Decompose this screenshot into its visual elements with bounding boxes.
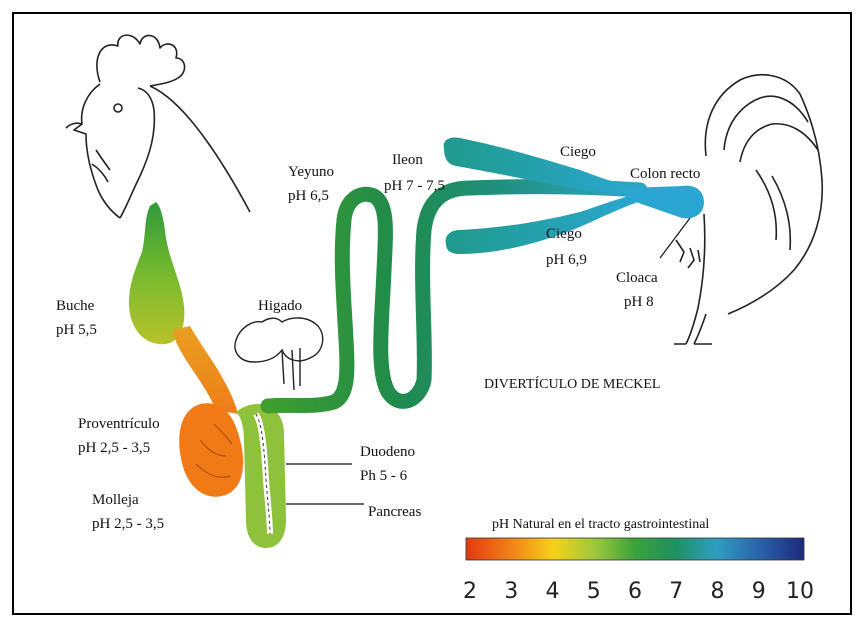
ph-tick-label: 6 [628,579,642,604]
svg-text:Molleja: Molleja [92,492,139,508]
rooster-head-drawing [66,35,250,218]
label-buche-ph: pH 5,5 [56,322,97,338]
svg-text:pH 2,5 - 3,5: pH 2,5 - 3,5 [92,516,164,532]
ph-tick-label: 9 [752,579,766,604]
label-duodeno: Duodeno [360,444,415,460]
ph-scale-ticks: 2 3 4 5 6 7 8 9 10 [463,579,814,604]
label-cloaca: Cloaca [616,270,658,286]
svg-text:pH 6,9: pH 6,9 [546,252,587,268]
ph-tick-label: 4 [546,579,560,604]
ceca-lower [446,194,638,254]
ph-tick-label: 2 [463,579,477,604]
svg-text:Buche: Buche [56,298,95,314]
svg-text:DIVERTÍCULO DE MECKEL: DIVERTÍCULO DE MECKEL [484,375,660,392]
svg-text:Proventrículo: Proventrículo [78,416,160,432]
crop-organ [129,202,184,344]
proventriculus-organ [172,326,238,414]
svg-text:Higado: Higado [258,298,302,314]
label-ileon-ph: pH 7 - 7,5 [384,178,445,194]
svg-text:Yeyuno: Yeyuno [288,164,334,180]
label-proventriculo-ph: pH 2,5 - 3,5 [78,440,150,456]
ph-tick-label: 3 [504,579,518,604]
label-colon: Colon recto [630,166,700,182]
liver-drawing [235,318,323,390]
ph-scale-bar [466,538,804,560]
ph-tick-label: 8 [711,579,725,604]
label-cloaca-ph: pH 8 [624,294,654,310]
ph-tick-label: 7 [669,579,683,604]
svg-text:pH 2,5 - 3,5: pH 2,5 - 3,5 [78,440,150,456]
label-ciego-bottom-ph: pH 6,9 [546,252,587,268]
svg-text:Ciego: Ciego [560,144,596,160]
label-ciego-top: Ciego [560,144,596,160]
svg-text:Ileon: Ileon [392,152,423,168]
svg-text:Cloaca: Cloaca [616,270,658,286]
svg-text:Ciego: Ciego [546,226,582,242]
label-buche: Buche [56,298,95,314]
label-meckel: DIVERTÍCULO DE MECKEL [484,375,660,392]
ph-scale: pH Natural en el tracto gastrointestinal… [463,517,814,604]
label-higado: Higado [258,298,302,314]
svg-text:pH 5,5: pH 5,5 [56,322,97,338]
label-proventriculo: Proventrículo [78,416,160,432]
ph-tick-label: 10 [786,579,814,604]
label-pancreas: Pancreas [368,504,421,520]
label-molleja: Molleja [92,492,139,508]
svg-text:Colon recto: Colon recto [630,166,700,182]
label-ciego-bottom: Ciego [546,226,582,242]
label-yeyuno-ph: pH 6,5 [288,188,329,204]
svg-text:Duodeno: Duodeno [360,444,415,460]
colon-organ [630,186,704,219]
svg-text:Pancreas: Pancreas [368,504,421,520]
label-duodeno-ph: Ph 5 - 6 [360,468,408,484]
svg-text:Ph 5 - 6: Ph 5 - 6 [360,468,408,484]
label-molleja-ph: pH 2,5 - 3,5 [92,516,164,532]
gizzard-organ [179,403,243,496]
label-ileon: Ileon [392,152,423,168]
svg-text:pH 8: pH 8 [624,294,654,310]
svg-text:pH 6,5: pH 6,5 [288,188,329,204]
ph-tick-label: 5 [587,579,601,604]
ph-scale-title: pH Natural en el tracto gastrointestinal [492,517,709,532]
svg-text:pH Natural en el tracto gastro: pH Natural en el tracto gastrointestinal [492,517,709,532]
label-yeyuno: Yeyuno [288,164,334,180]
svg-text:pH 7 - 7,5: pH 7 - 7,5 [384,178,445,194]
